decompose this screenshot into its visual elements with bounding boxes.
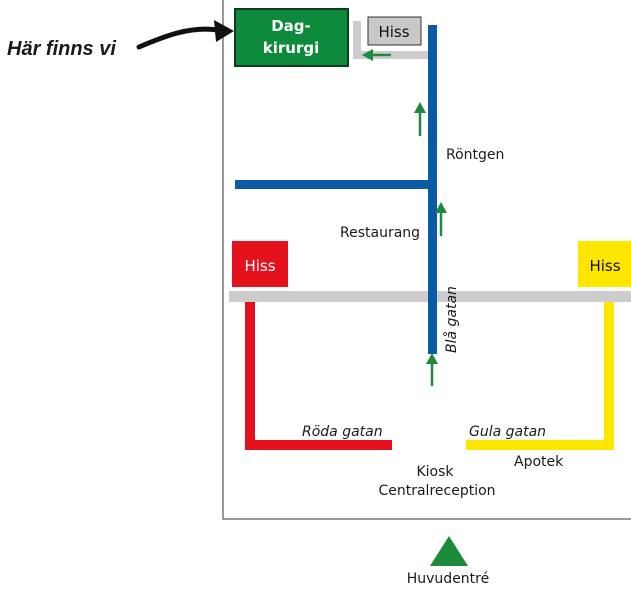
label-roda-gatan: Röda gatan <box>302 424 383 440</box>
label-apotek: Apotek <box>514 454 564 470</box>
top-corridor <box>353 21 430 59</box>
label-gula-gatan: Gula gatan <box>469 424 546 440</box>
entrance-triangle-icon <box>430 536 468 566</box>
label-centralreception: Centralreception <box>378 483 495 499</box>
elevator-top-label: Hiss <box>378 23 409 41</box>
elevator-red-label: Hiss <box>244 257 275 275</box>
gula-gatan-route <box>466 302 614 450</box>
label-rontgen: Röntgen <box>446 147 504 163</box>
arrow-up-icon-1 <box>414 102 426 136</box>
direction-arrows <box>362 49 447 386</box>
elevator-yellow-label: Hiss <box>589 257 620 275</box>
you-are-here-label: Här finns vi <box>7 38 116 60</box>
arrow-up-icon-2 <box>435 202 447 236</box>
label-restaurang: Restaurang <box>340 225 420 241</box>
arrow-left-icon <box>362 49 391 61</box>
you-are-here-arrow-icon <box>136 20 234 50</box>
dagkirurgi-line2: kirurgi <box>263 39 319 57</box>
arrow-up-icon-3 <box>426 353 438 386</box>
dagkirurgi-line1: Dag- <box>271 17 311 35</box>
elevator-red[interactable]: Hiss <box>232 241 288 287</box>
bla-gatan-route <box>235 25 437 354</box>
label-bla-gatan: Blå gatan <box>443 286 460 353</box>
building-outline <box>222 0 631 520</box>
roda-gatan-route <box>245 302 392 450</box>
label-kiosk: Kiosk <box>416 464 454 480</box>
elevator-yellow[interactable]: Hiss <box>578 241 631 287</box>
elevator-top[interactable]: Hiss <box>367 16 422 46</box>
dagkirurgi-marker[interactable]: Dag- kirurgi <box>234 8 349 67</box>
label-huvudentre: Huvudentré <box>407 571 489 587</box>
